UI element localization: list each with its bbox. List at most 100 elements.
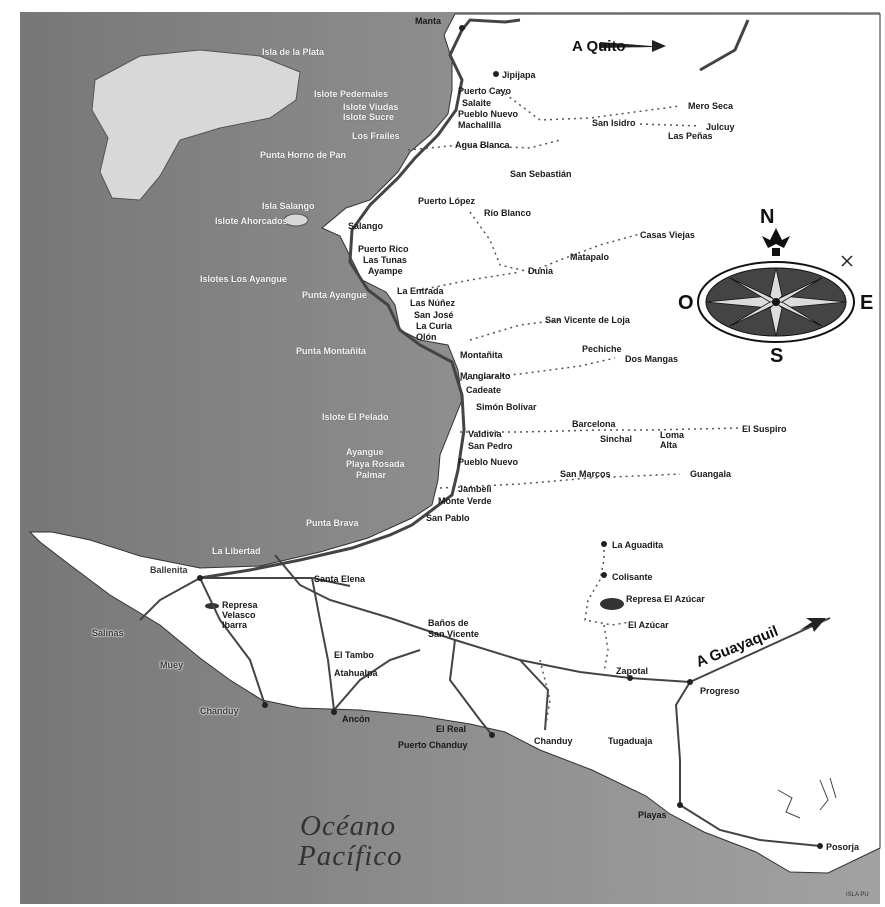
label-colisante: Colisante	[612, 572, 653, 582]
label-posorja: Posorja	[826, 842, 860, 852]
compass-east: E	[860, 292, 874, 314]
label-las-penas: Las Peñas	[668, 131, 713, 141]
label-islote-pedernales: Islote Pedernales	[314, 89, 389, 99]
road-playas	[674, 681, 821, 847]
label-rio-blanco: Río Blanco	[484, 208, 532, 218]
arrow-quito	[600, 40, 666, 52]
label-loma-alta: Loma Alta	[660, 430, 685, 450]
label-la-libertad: La Libertad	[212, 546, 261, 556]
label-punta-montanita: Punta Montañita	[296, 346, 366, 356]
label-palmar: Palmar	[356, 470, 387, 480]
label-las-nunez: Las Núñez	[410, 298, 456, 308]
label-represa-azucar: Represa El Azúcar	[626, 594, 705, 604]
label-agua-blanca: Agua Blanca	[455, 140, 510, 150]
label-el-tambo: El Tambo	[334, 650, 374, 660]
label-zapotal: Zapotal	[616, 666, 649, 676]
label-ballenita: Ballenita	[150, 565, 188, 575]
label-sinchal: Sinchal	[600, 434, 633, 444]
label-los-frailes: Los Frailes	[352, 131, 400, 141]
road-quito-2	[699, 19, 750, 72]
label-atahualpa: Atahualpa	[334, 668, 378, 678]
label-banos-2: San Vicente	[428, 629, 479, 639]
label-barcelona: Barcelona	[572, 419, 616, 429]
label-valdivia: Valdivia	[468, 429, 502, 439]
label-ancon: Ancón	[342, 714, 370, 724]
islote-small	[283, 213, 309, 227]
label-muey: Muey	[160, 660, 184, 670]
label-puerto-rico: Puerto Rico	[358, 244, 409, 254]
label-islote-viudas: Islote Viudas	[343, 102, 399, 112]
label-represa-velasco: Represa Velasco Ibarra	[222, 600, 258, 630]
label-manglaralto: Manglaralto	[460, 371, 511, 381]
label-guangala: Guangala	[690, 469, 732, 479]
label-manta: Manta	[415, 16, 442, 26]
label-casas-viejas: Casas Viejas	[640, 230, 695, 240]
label-san-pablo: San Pablo	[426, 513, 470, 523]
label-jambeli: Jambelí	[458, 484, 492, 494]
label-santa-elena: Santa Elena	[314, 574, 366, 584]
label-banos-1: Baños de	[428, 618, 469, 628]
compass-south: S	[770, 345, 784, 367]
label-tugaduaja: Tugaduaja	[608, 736, 653, 746]
label-simon-bolivar: Simón Bolívar	[476, 402, 537, 412]
compass-west: O	[678, 292, 694, 314]
label-la-curia: La Curia	[416, 321, 453, 331]
mainland	[28, 13, 881, 874]
compass-rose	[697, 228, 855, 343]
arrow-guayaquil	[800, 618, 826, 632]
label-dunia: Dunia	[528, 266, 554, 276]
map-credit: ISLA PU	[846, 892, 869, 898]
label-chanduy: Chanduy	[534, 736, 573, 746]
coastal-road	[199, 29, 466, 580]
label-pueblo-nuevo-north: Pueblo Nuevo	[458, 109, 519, 119]
label-cadeate: Cadeate	[466, 385, 502, 395]
label-la-entrada: La Entrada	[397, 286, 444, 296]
label-san-marcos: San Marcos	[560, 469, 611, 479]
label-pechiche: Pechiche	[582, 344, 622, 354]
label-salinas: Salinas	[92, 628, 124, 638]
label-punta-horno: Punta Horno de Pan	[260, 150, 347, 160]
label-olon: Olón	[416, 332, 437, 342]
label-playas: Playas	[638, 810, 667, 820]
label-san-pedro: San Pedro	[468, 441, 513, 451]
label-jipijapa: Jipijapa	[502, 70, 536, 80]
road-quito	[460, 18, 521, 31]
represa-velasco-lake	[205, 603, 219, 609]
label-islote-sucre: Islote Sucre	[343, 112, 395, 122]
label-ayampe: Ayampe	[368, 266, 403, 276]
label-machalilla: Machalilla	[458, 120, 502, 130]
ocean-label-pacifico: Pacífico	[298, 840, 403, 872]
label-puerto-lopez: Puerto López	[418, 196, 476, 206]
compass-north: N	[760, 206, 775, 228]
inlet-lines	[777, 777, 837, 819]
label-salaite: Salaite	[462, 98, 492, 108]
label-matapalo: Matapalo	[570, 252, 610, 262]
label-salango: Salango	[348, 221, 384, 231]
label-la-aguadita: La Aguadita	[612, 540, 664, 550]
label-to-quito: A Quito	[572, 38, 626, 55]
label-punta-brava: Punta Brava	[306, 518, 359, 528]
label-san-sebastian: San Sebastián	[510, 169, 572, 179]
label-mero-seca: Mero Seca	[688, 101, 734, 111]
label-playa-rosada: Playa Rosada	[346, 459, 405, 469]
label-el-azucar: El Azúcar	[628, 620, 669, 630]
label-pueblo-nuevo: Pueblo Nuevo	[458, 457, 519, 467]
label-dos-mangas: Dos Mangas	[625, 354, 679, 364]
label-san-jose: San José	[414, 310, 454, 320]
label-progreso: Progreso	[700, 686, 740, 696]
label-puerto-cayo: Puerto Cayo	[458, 86, 512, 96]
dotted-tracks	[407, 89, 741, 731]
label-isla-plata: Isla de la Plata	[262, 47, 325, 57]
label-montanita: Montañita	[460, 350, 503, 360]
label-julcuy: Julcuy	[706, 122, 735, 132]
label-san-vicente-loja: San Vicente de Loja	[545, 315, 630, 325]
label-el-suspiro: El Suspiro	[742, 424, 787, 434]
label-punta-ayangue: Punta Ayangue	[302, 290, 367, 300]
label-ayangue: Ayangue	[346, 447, 384, 457]
label-el-real: El Real	[436, 724, 467, 734]
label-chanduy-west: Chanduy	[200, 706, 239, 716]
label-san-isidro: San Isidro	[592, 118, 636, 128]
label-las-tunas: Las Tunas	[363, 255, 407, 265]
